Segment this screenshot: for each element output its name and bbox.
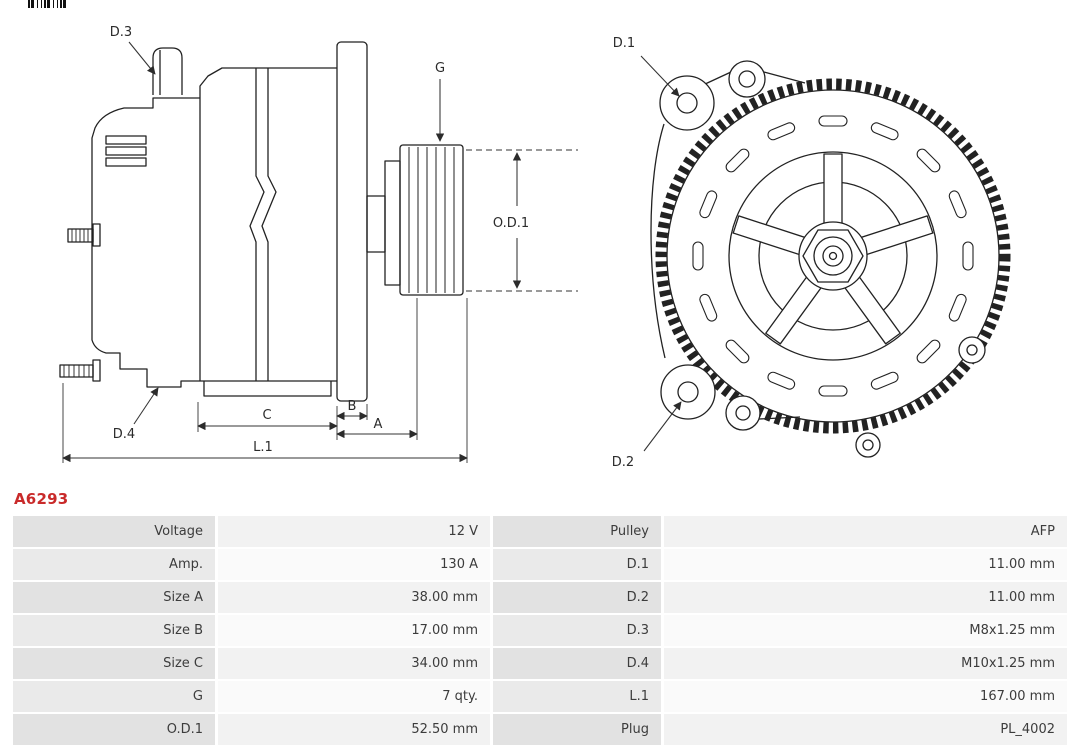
part-number: A6293 (14, 490, 69, 508)
toothed-rim (655, 78, 1011, 434)
spec-label: D.1 (493, 549, 661, 580)
shaft-nut (802, 229, 864, 283)
spec-value: 12 V (218, 516, 490, 547)
spec-label: Size B (13, 615, 215, 646)
front-view-drawing (650, 60, 1011, 458)
pulley-side (399, 144, 464, 296)
mounting-stud (59, 364, 94, 378)
mounting-lug-bottom (660, 364, 716, 420)
dim-label-l1: L.1 (253, 440, 273, 455)
spec-label: Pulley (493, 516, 661, 547)
spec-value: 52.50 mm (218, 714, 490, 745)
dim-label-g: G (435, 61, 445, 76)
dim-label-d3: D.3 (110, 25, 132, 40)
alternator-drawing-svg: D.3 G O.D.1 D.4 C B A L.1 (59, 25, 1011, 470)
front-view-dimensions (640, 55, 682, 452)
spec-value: 34.00 mm (218, 648, 490, 679)
dim-label-d1: D.1 (613, 36, 635, 51)
spec-value: M10x1.25 mm (664, 648, 1067, 679)
spec-label: Size C (13, 648, 215, 679)
spec-label: O.D.1 (13, 714, 215, 745)
spec-label: Size A (13, 582, 215, 613)
spec-value: 130 A (218, 549, 490, 580)
spec-label: D.3 (493, 615, 661, 646)
mounting-ear (152, 47, 183, 95)
dim-label-c: C (262, 408, 271, 423)
spec-row-g: G 7 qty. L.1 167.00 mm (13, 681, 1067, 712)
dim-label-od1: O.D.1 (493, 216, 529, 231)
front-bracket (336, 41, 368, 402)
spec-value: 38.00 mm (218, 582, 490, 613)
vent-slots (692, 115, 974, 397)
spec-label: Voltage (13, 516, 215, 547)
spec-value: 167.00 mm (664, 681, 1067, 712)
spec-value: 11.00 mm (664, 582, 1067, 613)
spec-row-od1: O.D.1 52.50 mm Plug PL_4002 (13, 714, 1067, 745)
specs-table: Voltage 12 V Pulley AFP Amp. 130 A D.1 1… (10, 514, 1070, 747)
spec-value: 11.00 mm (664, 549, 1067, 580)
spec-row-size-a: Size A 38.00 mm D.2 11.00 mm (13, 582, 1067, 613)
rear-housing (91, 97, 200, 388)
pulley-spokes (732, 153, 934, 345)
spec-value: 7 qty. (218, 681, 490, 712)
dim-label-d2: D.2 (612, 455, 634, 470)
dim-label-d4: D.4 (113, 427, 135, 442)
side-view-dimensions (62, 41, 578, 463)
spec-label: G (13, 681, 215, 712)
mounting-hole-d1 (676, 92, 698, 114)
spec-row-voltage: Voltage 12 V Pulley AFP (13, 516, 1067, 547)
spec-value: M8x1.25 mm (664, 615, 1067, 646)
spec-label: Amp. (13, 549, 215, 580)
dim-label-a: A (374, 417, 383, 432)
spec-row-size-c: Size C 34.00 mm D.4 M10x1.25 mm (13, 648, 1067, 679)
alternator-body (199, 67, 337, 382)
spec-label: L.1 (493, 681, 661, 712)
barcode (28, 0, 68, 8)
technical-drawings: D.3 G O.D.1 D.4 C B A L.1 (59, 25, 1011, 470)
spec-label: Plug (493, 714, 661, 745)
mounting-hole-d2 (677, 381, 699, 403)
spec-value: AFP (664, 516, 1067, 547)
spec-value: PL_4002 (664, 714, 1067, 745)
side-view-drawing (59, 41, 464, 402)
pulley-face (728, 151, 938, 361)
spec-value: 17.00 mm (218, 615, 490, 646)
spec-label: D.4 (493, 648, 661, 679)
spec-row-amp: Amp. 130 A D.1 11.00 mm (13, 549, 1067, 580)
spec-label: D.2 (493, 582, 661, 613)
dim-label-b: B (348, 399, 357, 414)
spec-row-size-b: Size B 17.00 mm D.3 M8x1.25 mm (13, 615, 1067, 646)
